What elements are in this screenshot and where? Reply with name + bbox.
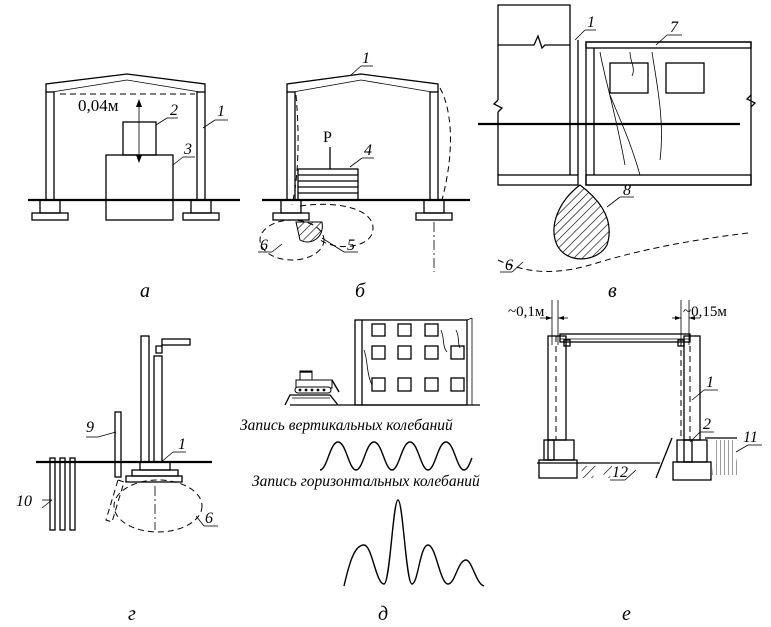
soil-zone-6 (259, 219, 325, 261)
callout-8: 8 (623, 182, 631, 199)
callout-1: 1 (706, 374, 714, 391)
column-right (196, 91, 206, 201)
callout-1: 1 (178, 436, 186, 453)
callout-10: 10 (16, 493, 32, 510)
callout-2: 2 (703, 416, 711, 433)
soil-zone-6 (113, 479, 203, 533)
panel-g: 10 9 6 1 г (16, 335, 218, 625)
horizontal-oscillation-record (343, 499, 485, 587)
column-right (683, 335, 701, 441)
callout-1: 1 (362, 50, 370, 67)
crane-beam (559, 333, 691, 343)
window (609, 62, 649, 94)
callout-4: 4 (364, 142, 372, 159)
settlement-zone-8 (553, 184, 610, 260)
column-left (45, 91, 55, 201)
callout-3: 3 (183, 141, 192, 158)
panel-label-v: в (608, 280, 617, 302)
record-horizontal-title: Запись горизонтальных колебаний (252, 473, 480, 490)
callout-2: 2 (170, 102, 178, 119)
panel-label-d: д (378, 603, 388, 625)
callout-7: 7 (670, 19, 679, 36)
dimension-label: 0,04м (78, 96, 119, 115)
dimension-right: ~0,15м (683, 304, 727, 320)
machine-foundation (105, 154, 174, 221)
window (665, 62, 705, 94)
panel-e: ~0,1м ~0,15м 1 2 11 (508, 300, 762, 625)
bulldozer-icon (294, 370, 340, 394)
dimension-left: ~0,1м (508, 304, 545, 320)
record-vertical-title: Запись вертикальных колебаний (240, 417, 453, 434)
callout-1: 1 (587, 14, 595, 31)
sheet-pile (49, 457, 56, 531)
callout-6: 6 (205, 510, 213, 527)
stacked-load (297, 168, 359, 201)
column-right (429, 91, 439, 201)
callout-9: 9 (86, 419, 94, 436)
sheet-pile (59, 457, 66, 531)
panel-label-g: г (128, 603, 136, 625)
callout-5: 5 (347, 237, 355, 254)
load-label: Р (323, 129, 332, 146)
panel-label-a: а (140, 280, 150, 302)
callout-11: 11 (743, 429, 758, 446)
callout-12: 12 (612, 464, 628, 481)
panel-v: 8 6 1 7 в (478, 4, 757, 302)
building (354, 319, 468, 406)
machine (122, 121, 157, 156)
panel-b: Р 5 6 4 1 б (258, 50, 470, 302)
sheet-pile (69, 457, 76, 531)
panel-label-b: б (355, 280, 366, 302)
panel-a: 0,04м 2 3 1 а (28, 73, 240, 302)
column-left (286, 91, 296, 201)
column-left (547, 335, 567, 441)
panel-label-e: е (622, 603, 631, 625)
callout-6: 6 (505, 257, 513, 274)
panel-d: Запись вертикальных колебаний Запись гор… (240, 317, 485, 625)
vertical-oscillation-record (319, 441, 473, 471)
sheet (114, 411, 122, 478)
callout-1: 1 (217, 103, 225, 120)
callout-6: 6 (260, 237, 268, 254)
